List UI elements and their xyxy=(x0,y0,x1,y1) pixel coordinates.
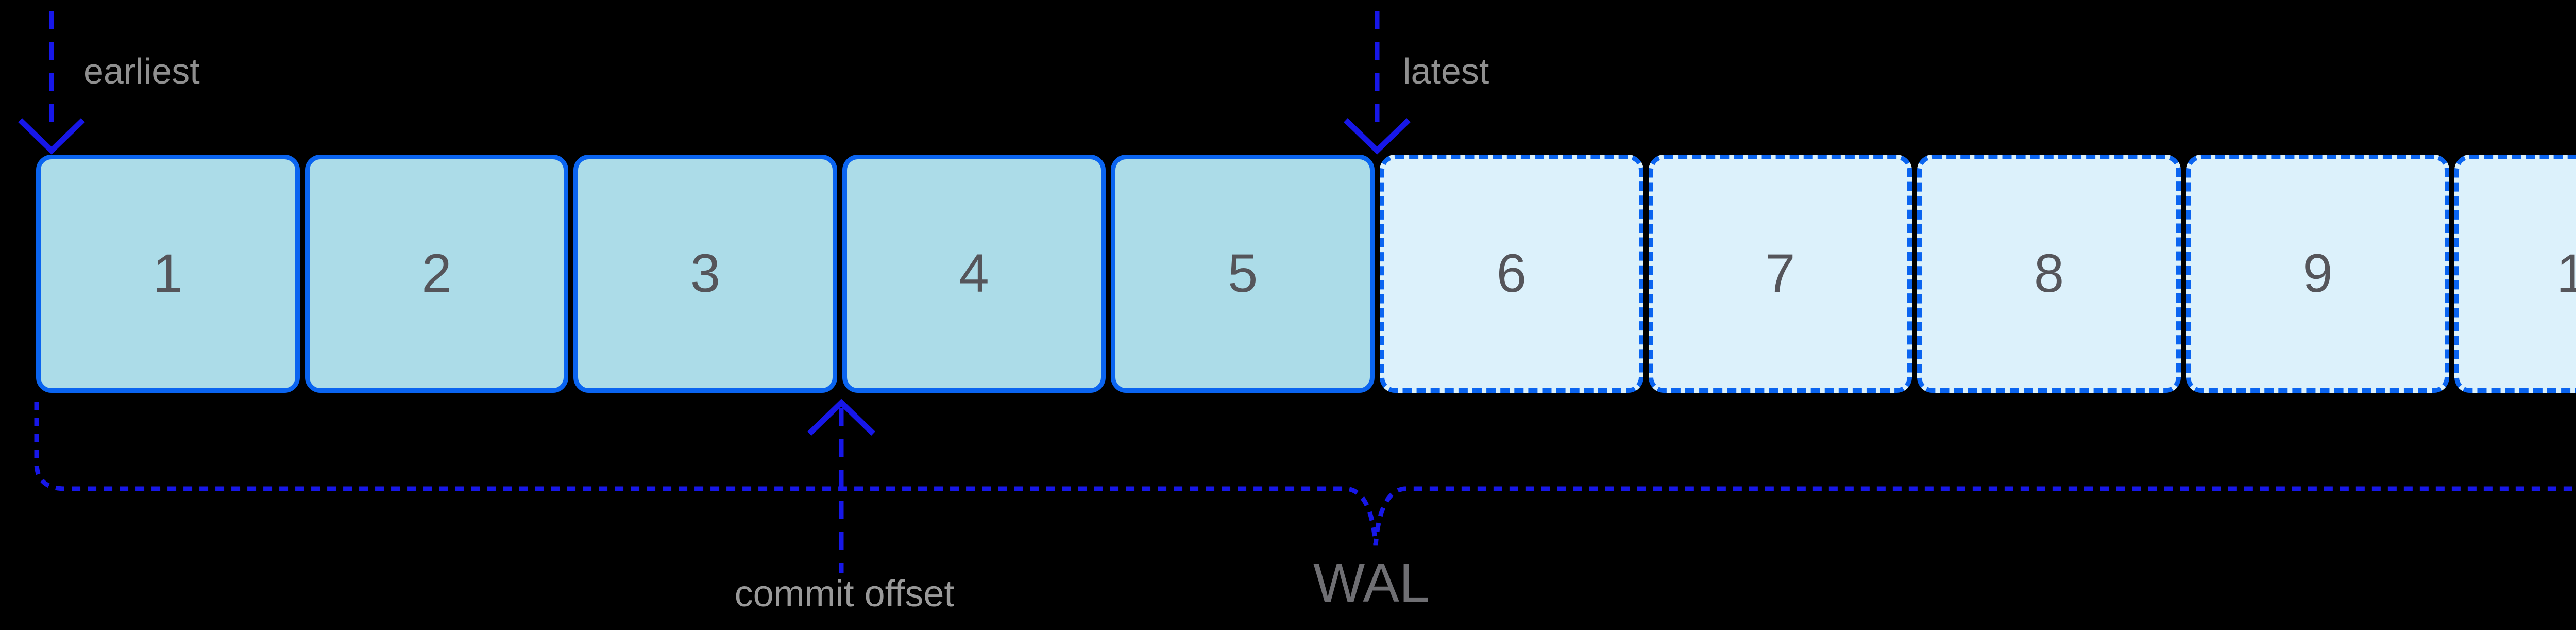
wal-segment-1: 1 xyxy=(36,155,300,393)
wal-segment-9: 9 xyxy=(2185,155,2450,393)
segment-number: 8 xyxy=(2033,243,2064,304)
segment-number: 3 xyxy=(690,243,721,304)
segment-number: 6 xyxy=(1496,243,1527,304)
wal-segment-8: 8 xyxy=(1917,155,2181,393)
segment-number: 10 xyxy=(2556,243,2576,304)
segment-number: 2 xyxy=(421,243,452,304)
wal-segment-6: 6 xyxy=(1379,155,1643,393)
earliest-arrow-icon xyxy=(18,11,85,155)
commit-offset-arrow-icon xyxy=(807,399,875,573)
latest-label: latest xyxy=(1403,51,1489,91)
wal-segment-3: 3 xyxy=(573,155,837,393)
wal-segment-2: 2 xyxy=(304,155,569,393)
segment-number: 9 xyxy=(2302,243,2333,304)
wal-segment-7: 7 xyxy=(1648,155,1912,393)
segment-number: 7 xyxy=(1765,243,1795,304)
segment-number: 1 xyxy=(152,243,183,304)
latest-arrow-icon xyxy=(1344,11,1411,155)
wal-label: WAL xyxy=(1313,553,1430,614)
wal-segment-5: 5 xyxy=(1111,155,1375,393)
segment-number: 5 xyxy=(1227,243,1258,304)
wal-segment-4: 4 xyxy=(842,155,1106,393)
wal-segment-row: 1 2 3 4 5 6 7 8 9 10 xyxy=(36,155,2576,393)
earliest-label: earliest xyxy=(83,51,200,91)
segment-number: 4 xyxy=(959,243,989,304)
wal-segment-10: 10 xyxy=(2454,155,2576,393)
commit-offset-label: commit offset xyxy=(734,573,955,615)
wal-brace xyxy=(34,402,2576,546)
